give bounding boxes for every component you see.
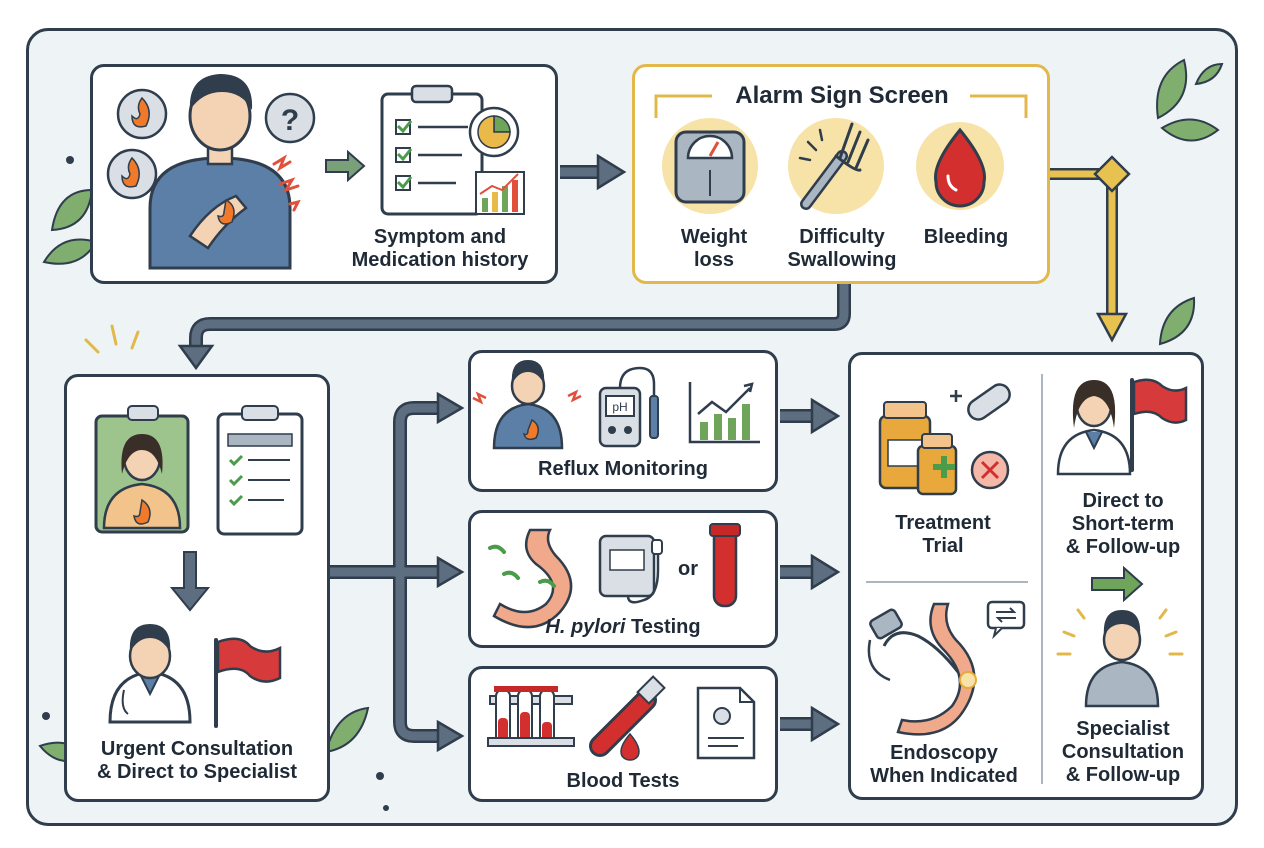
flow-arrow: [177, 284, 851, 371]
history-label-line1: Symptom and: [373, 226, 507, 248]
red-flag-icon: [214, 637, 282, 728]
cancel-icon: [970, 450, 1010, 490]
treatment-label: Treatment Trial: [858, 512, 1028, 558]
line-chart-icon: [688, 382, 760, 444]
alarm-item-label-line1: Bleeding: [923, 226, 1009, 248]
pie-chart-icon: [468, 106, 520, 158]
heartburn-bubble-icon: [116, 88, 168, 140]
heartburn-bubble-icon: [106, 148, 158, 200]
treatment-label-line1: Treatment: [895, 512, 991, 534]
urgent-label-line1: Urgent Consultation: [100, 738, 294, 760]
alarm-title: Alarm Sign Screen: [735, 82, 949, 109]
endoscopy-label-line2: When Indicated: [870, 765, 1018, 787]
doctor-icon: [108, 624, 192, 724]
pill-icon: [967, 383, 1011, 421]
down-arrow-icon: [169, 551, 211, 612]
direct-label-line1: Direct to: [1082, 490, 1164, 512]
direct-label: Direct to Short-term & Follow-up: [1048, 490, 1198, 559]
fork-icon: [788, 118, 884, 214]
alarm-branch-arrow: [1050, 155, 1131, 343]
urgent-label: Urgent Consultation & Direct to Speciali…: [72, 738, 322, 784]
endoscope-stomach-icon: [867, 602, 977, 736]
lab-report-icon: [696, 686, 756, 760]
specialist-label-line3: & Follow-up: [1065, 764, 1181, 786]
svg-text:?: ?: [281, 104, 299, 137]
specialist-label-line2: Consultation: [1061, 741, 1185, 763]
test-tube-rack-icon: [487, 686, 575, 747]
red-flag-icon: [1130, 378, 1188, 472]
direct-label-line2: Short-term: [1071, 513, 1175, 535]
question-bubble-icon: ?: [264, 92, 316, 144]
clipboard-icon: [380, 84, 484, 216]
hpylori-label-italic: H. pylori: [545, 616, 626, 638]
alarm-item-difficulty-swallowing: Difficulty Swallowing: [772, 226, 912, 272]
step-arrow: [325, 149, 366, 183]
alarm-item-weight-loss: Weight loss: [652, 226, 776, 272]
specialist-label: Specialist Consultation & Follow-up: [1048, 718, 1198, 787]
hpylori-label-rest: Testing: [625, 616, 701, 638]
treatment-label-line2: Trial: [922, 535, 964, 557]
swap-bubble-icon: [986, 600, 1026, 640]
svg-text:pH: pH: [612, 400, 627, 414]
stomach-bacteria-icon: [488, 528, 573, 629]
scale-icon: [662, 118, 758, 214]
female-doctor-icon: [1056, 380, 1132, 476]
endoscopy-label-line1: Endoscopy: [890, 742, 998, 764]
blood-tube-icon: [709, 523, 741, 608]
blood-label: Blood Tests: [566, 770, 680, 792]
breath-test-bag-icon: [598, 534, 663, 604]
alarm-item-label-line1: Difficulty: [799, 226, 885, 248]
plus-icon: [950, 390, 962, 402]
blood-drop-icon: [916, 122, 1004, 210]
patient-heartburn-icon: [472, 360, 582, 450]
alarm-item-label-line2: loss: [693, 249, 735, 271]
or-label: or: [678, 558, 698, 580]
patient-card-icon: [94, 405, 190, 534]
flow-arrow: [330, 391, 465, 753]
specialist-label-line1: Specialist: [1076, 718, 1170, 740]
patient-icon: [148, 74, 292, 270]
alarm-item-label-line1: Weight: [680, 226, 748, 248]
direct-label-line3: & Follow-up: [1065, 536, 1181, 558]
hpylori-label: H. pylori Testing: [478, 616, 768, 639]
medicine-bottles-icon: [878, 401, 958, 496]
history-label: Symptom and Medication history: [330, 226, 550, 272]
ph-meter-icon: pH: [598, 366, 659, 448]
alarm-item-label-line2: Swallowing: [787, 249, 897, 271]
pain-icon: [272, 154, 301, 212]
alarm-item-bleeding: Bleeding: [904, 226, 1028, 249]
reflux-label: Reflux Monitoring: [538, 458, 708, 480]
blood-vial-icon: [589, 675, 666, 761]
flow-arrow: [780, 705, 841, 743]
spark-icon: [84, 324, 140, 354]
bar-chart-icon: [475, 171, 525, 215]
flow-arrow: [780, 553, 841, 591]
leaf-icon: [1156, 58, 1224, 142]
urgent-label-line2: & Direct to Specialist: [96, 761, 298, 783]
flow-arrow: [780, 397, 841, 435]
leaf-icon: [324, 706, 370, 754]
specialist-icon: [1056, 608, 1184, 708]
checklist-icon: [216, 405, 304, 536]
flow-arrow: [560, 153, 627, 191]
leaf-icon: [1158, 296, 1196, 346]
history-label-line2: Medication history: [351, 249, 529, 271]
right-arrow-icon: [1091, 565, 1144, 603]
endoscopy-label: Endoscopy When Indicated: [856, 742, 1032, 788]
